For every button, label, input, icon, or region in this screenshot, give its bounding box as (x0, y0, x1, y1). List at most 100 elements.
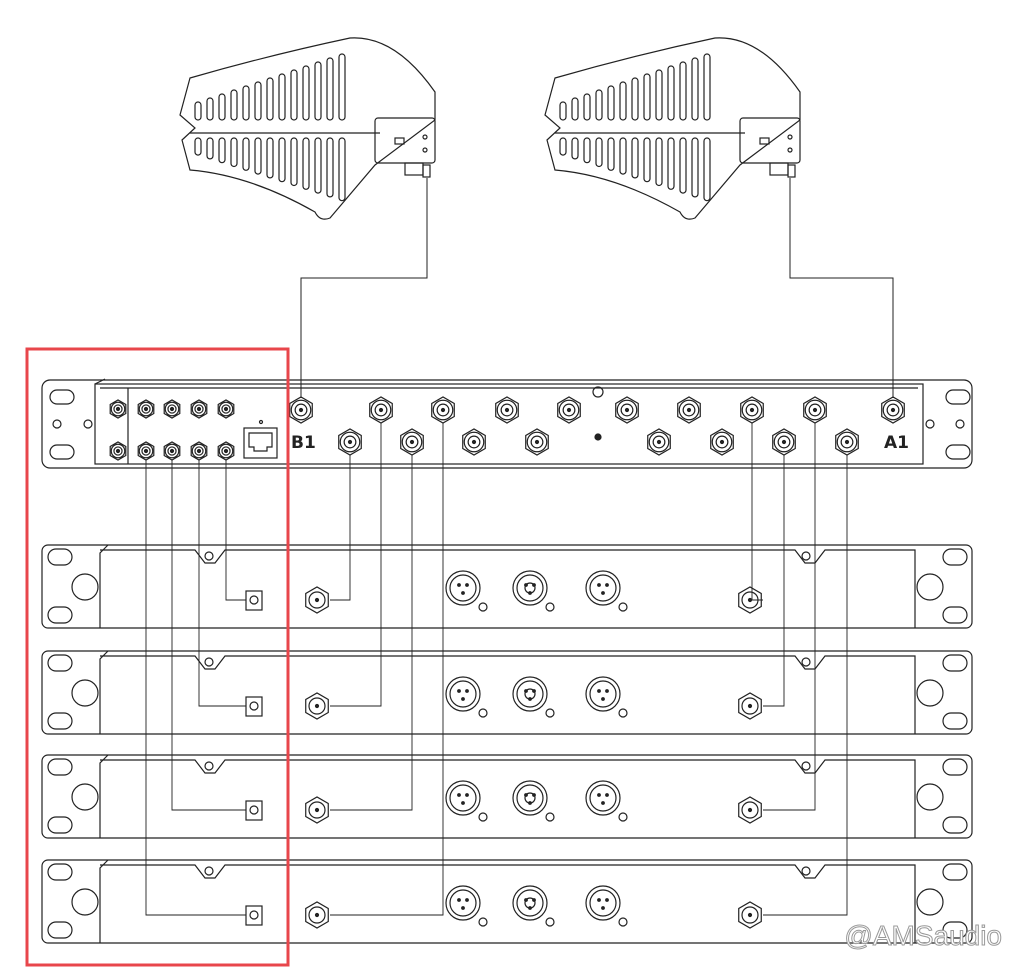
rack-hole (916, 888, 944, 916)
screw (204, 551, 214, 561)
hex-nut (305, 586, 329, 614)
button (422, 134, 428, 140)
pin (566, 407, 572, 413)
rf-cable-b-3 (330, 455, 413, 811)
ring (467, 435, 481, 449)
jack-ring (516, 889, 544, 917)
screw (52, 419, 62, 429)
antenna-output-port (803, 396, 827, 424)
antenna-input-b (305, 586, 329, 614)
pin (844, 439, 850, 445)
element-slot (194, 137, 202, 156)
ring (110, 443, 126, 459)
rack-slot (942, 816, 968, 834)
dc-jack-hole (249, 701, 259, 711)
led (394, 137, 405, 145)
element-slot (583, 93, 591, 121)
rf-cable-a-4 (763, 455, 848, 916)
rf-cable-a-2 (763, 455, 785, 707)
hex-nut (190, 399, 208, 419)
rf-cable-b-2 (330, 423, 382, 707)
pin (686, 407, 692, 413)
pin (605, 793, 609, 797)
element-slot (314, 137, 322, 194)
antenna-output-port (338, 428, 362, 456)
ring (711, 431, 733, 453)
ring (221, 404, 231, 414)
jack-ring (589, 680, 617, 708)
element-slot (559, 137, 567, 156)
hex-nut (217, 399, 235, 419)
ring (616, 399, 638, 421)
ring (405, 435, 419, 449)
antenna-output-port (557, 396, 581, 424)
rear-panel (99, 544, 916, 628)
element-slot (619, 81, 627, 121)
cascade-port (109, 399, 127, 419)
led (258, 419, 264, 425)
rack-chassis (41, 754, 973, 839)
jack-ring (585, 780, 621, 816)
combo-jack (512, 676, 555, 718)
element-slot (559, 101, 567, 121)
ring (620, 403, 634, 417)
antenna-body (544, 37, 801, 220)
pin (532, 793, 536, 797)
ring (308, 906, 326, 924)
pin (465, 689, 469, 693)
element-slot (290, 137, 298, 187)
hex-nut (305, 692, 329, 720)
hex-nut (289, 396, 313, 424)
pin (471, 439, 477, 445)
pin (747, 597, 753, 603)
element-slot (290, 69, 298, 121)
jack-ring (585, 570, 621, 606)
button (787, 134, 793, 140)
screw (618, 812, 628, 822)
pin (196, 448, 202, 454)
watermark: @AMSaudio (844, 920, 1003, 952)
rack-slot (47, 712, 73, 730)
screw (478, 812, 488, 822)
dc-jack (245, 696, 263, 717)
screw (618, 602, 628, 612)
combo-jack (512, 885, 555, 927)
rack-chassis (41, 859, 973, 944)
antenna-output-port (615, 396, 639, 424)
rack-slot (47, 606, 73, 624)
element-slot (254, 137, 262, 175)
screw (801, 866, 811, 876)
ring (164, 443, 180, 459)
pin (298, 407, 304, 413)
antenna-output-port (525, 428, 549, 456)
rack-slot (942, 712, 968, 730)
rack-slot (49, 389, 75, 405)
rack-hole (71, 888, 99, 916)
element-slot (206, 137, 214, 160)
rack-chassis (41, 650, 973, 735)
ring (194, 446, 204, 456)
antenna-input-b (305, 901, 329, 929)
jack-ring (516, 784, 544, 812)
element-slot (607, 137, 615, 171)
rf-cable-a-1 (751, 423, 763, 601)
pin (169, 448, 175, 454)
xlr-output (445, 570, 488, 612)
ring (558, 399, 580, 421)
ring (432, 399, 454, 421)
element-slot (631, 77, 639, 121)
rf-cable-b-4 (330, 423, 444, 916)
ring (191, 401, 207, 417)
power-cable-2 (198, 460, 246, 707)
rack-slot (942, 921, 968, 939)
screw (204, 657, 214, 667)
pin (143, 448, 149, 454)
xlr-output (585, 885, 628, 927)
pin (461, 906, 465, 910)
pin (528, 801, 532, 805)
element-slot (691, 137, 699, 198)
ring (218, 401, 234, 417)
rack-hole (916, 679, 944, 707)
